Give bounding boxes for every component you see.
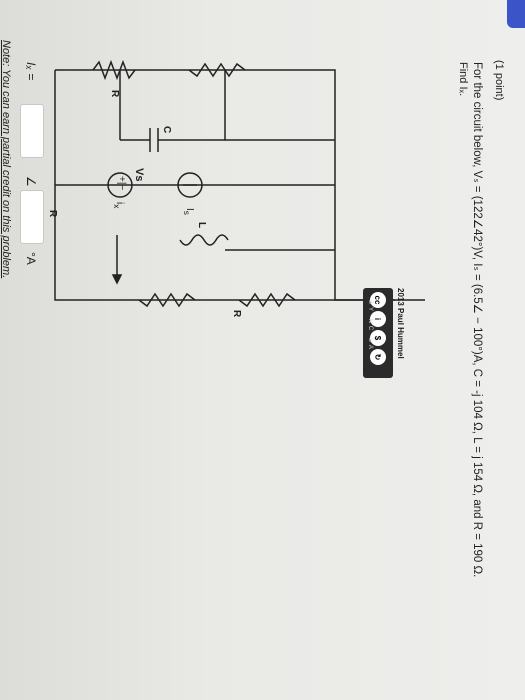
magnitude-input[interactable] xyxy=(20,104,44,158)
resistor-label-right: R xyxy=(231,310,242,318)
credit-label: 2013 Paul Hummel xyxy=(396,288,405,359)
inductor-label: L xyxy=(196,222,207,229)
resistor-right-bottom xyxy=(138,292,196,308)
partial-credit-note: Note: You can earn partial credit on thi… xyxy=(0,40,12,279)
resistor-left-top xyxy=(92,59,136,81)
vs-polarity: +|− xyxy=(116,176,127,191)
capacitor-label: C xyxy=(161,126,172,134)
ix-arrow-head xyxy=(111,274,123,285)
current-source-symbol xyxy=(177,172,203,198)
resistor-label-top: R xyxy=(109,90,120,98)
answer-label: Iₓ = xyxy=(24,62,38,81)
wire-bottom-left xyxy=(54,70,395,301)
resistor-left-rail xyxy=(188,62,246,78)
ix-label: ix xyxy=(112,202,125,209)
angle-input[interactable] xyxy=(20,190,44,244)
license-text: BY NC SA xyxy=(367,300,373,352)
is-label: Is xyxy=(182,208,195,215)
voltage-source-symbol xyxy=(107,172,133,198)
angle-symbol: ∠ xyxy=(24,176,38,187)
wire-mid-2 xyxy=(224,70,335,141)
resistor-label-left: R xyxy=(47,210,58,218)
inductor-coil xyxy=(179,234,229,246)
answer-unit: °A xyxy=(24,252,38,265)
resistor-right-top xyxy=(238,292,296,308)
vs-label: Vs xyxy=(133,168,145,182)
